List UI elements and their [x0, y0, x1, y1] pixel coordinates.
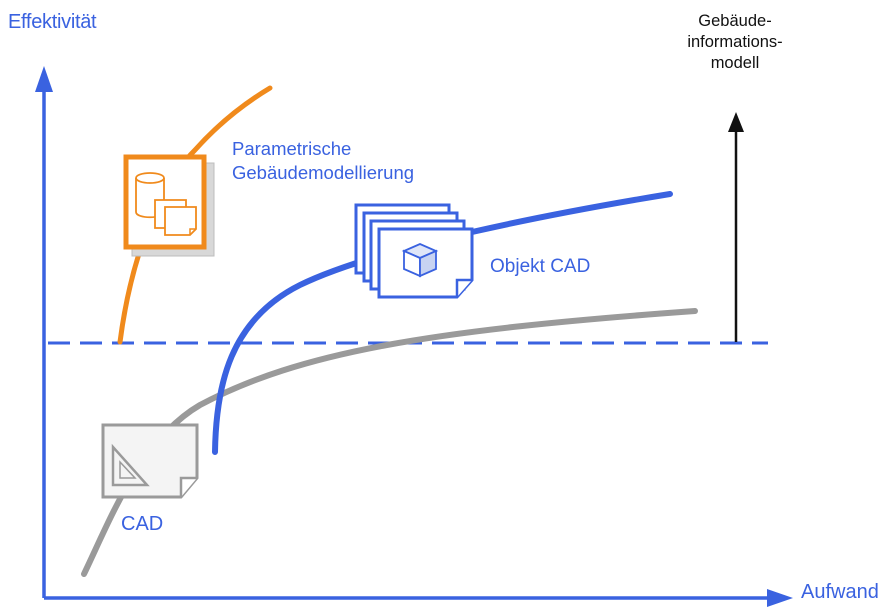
- bim-label-line-1: Gebäude-: [698, 12, 772, 30]
- bim-arrowhead: [728, 112, 744, 132]
- parametric-framed-icon: [123, 154, 215, 257]
- bim-label-line-3: modell: [710, 54, 760, 72]
- drafting-triangle-icon: [111, 443, 150, 487]
- parametric-label-line-1: Parametrische: [232, 138, 352, 159]
- x-axis-arrowhead: [767, 589, 793, 607]
- bim-label-line-2: informations-: [687, 33, 783, 51]
- objekt-cad-document-stack-icon: [354, 203, 474, 299]
- objekt-cad-label: Objekt CAD: [490, 256, 591, 277]
- bim-label: Gebäude- informations- modell: [655, 11, 815, 74]
- y-axis-arrowhead: [35, 66, 53, 92]
- x-axis: [44, 589, 793, 607]
- cad-document-icon: [101, 423, 199, 499]
- parametric-label-line-2: Gebäudemodellierung: [232, 162, 415, 183]
- bim-arrow: [728, 112, 744, 342]
- cad-curve: [81, 308, 698, 577]
- cad-label: CAD: [121, 513, 164, 535]
- objekt-cad-curve: [212, 191, 673, 455]
- y-axis: [35, 66, 53, 598]
- database-documents-icon: [135, 172, 197, 236]
- cube-icon: [401, 243, 439, 278]
- x-axis-label: Aufwand: [801, 581, 879, 603]
- parametric-label: Parametrische Gebäudemodellierung: [232, 137, 414, 185]
- y-axis-label: Effektivität: [8, 11, 97, 33]
